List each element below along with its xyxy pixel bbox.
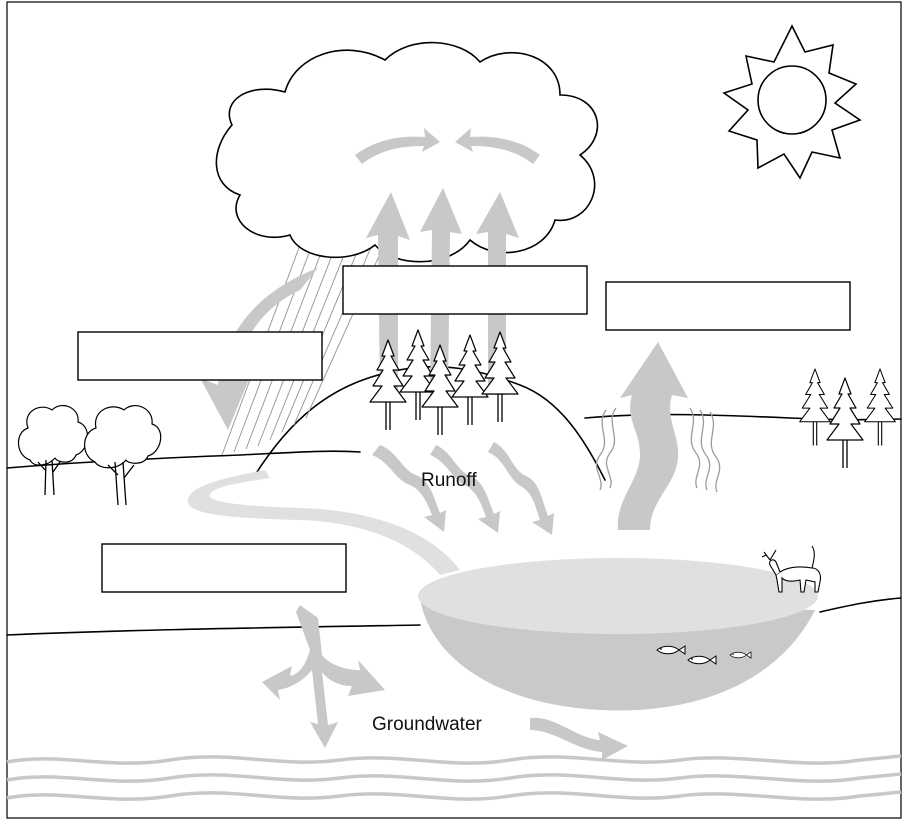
- pine-tree-icon: [799, 368, 896, 469]
- ground-line: [6, 450, 361, 469]
- deer-icon: [761, 545, 822, 593]
- sun-icon: [722, 24, 862, 180]
- deciduous-tree-icon: [17, 405, 162, 506]
- groundwater-arrows: [262, 605, 628, 760]
- blank-box-4[interactable]: [101, 543, 347, 593]
- lower-ground-line: [6, 597, 902, 636]
- runoff-label: Runoff: [421, 470, 477, 491]
- blank-box-3[interactable]: [77, 331, 323, 381]
- cloud-circulation-arrows: [355, 128, 540, 164]
- blank-box-2[interactable]: [605, 281, 851, 331]
- bedrock-lines: [6, 754, 902, 801]
- cloud-icon: [215, 41, 599, 263]
- blank-box-1[interactable]: [342, 265, 588, 315]
- lake-icon: [418, 558, 818, 711]
- groundwater-label: Groundwater: [372, 714, 483, 735]
- precipitation-arrow: [200, 268, 318, 430]
- heat-waves: [595, 407, 721, 493]
- runoff-arrows: [372, 442, 554, 535]
- evaporation-arrow: [617, 342, 688, 530]
- stream-icon: [187, 470, 460, 575]
- diagram-frame: [6, 1, 902, 819]
